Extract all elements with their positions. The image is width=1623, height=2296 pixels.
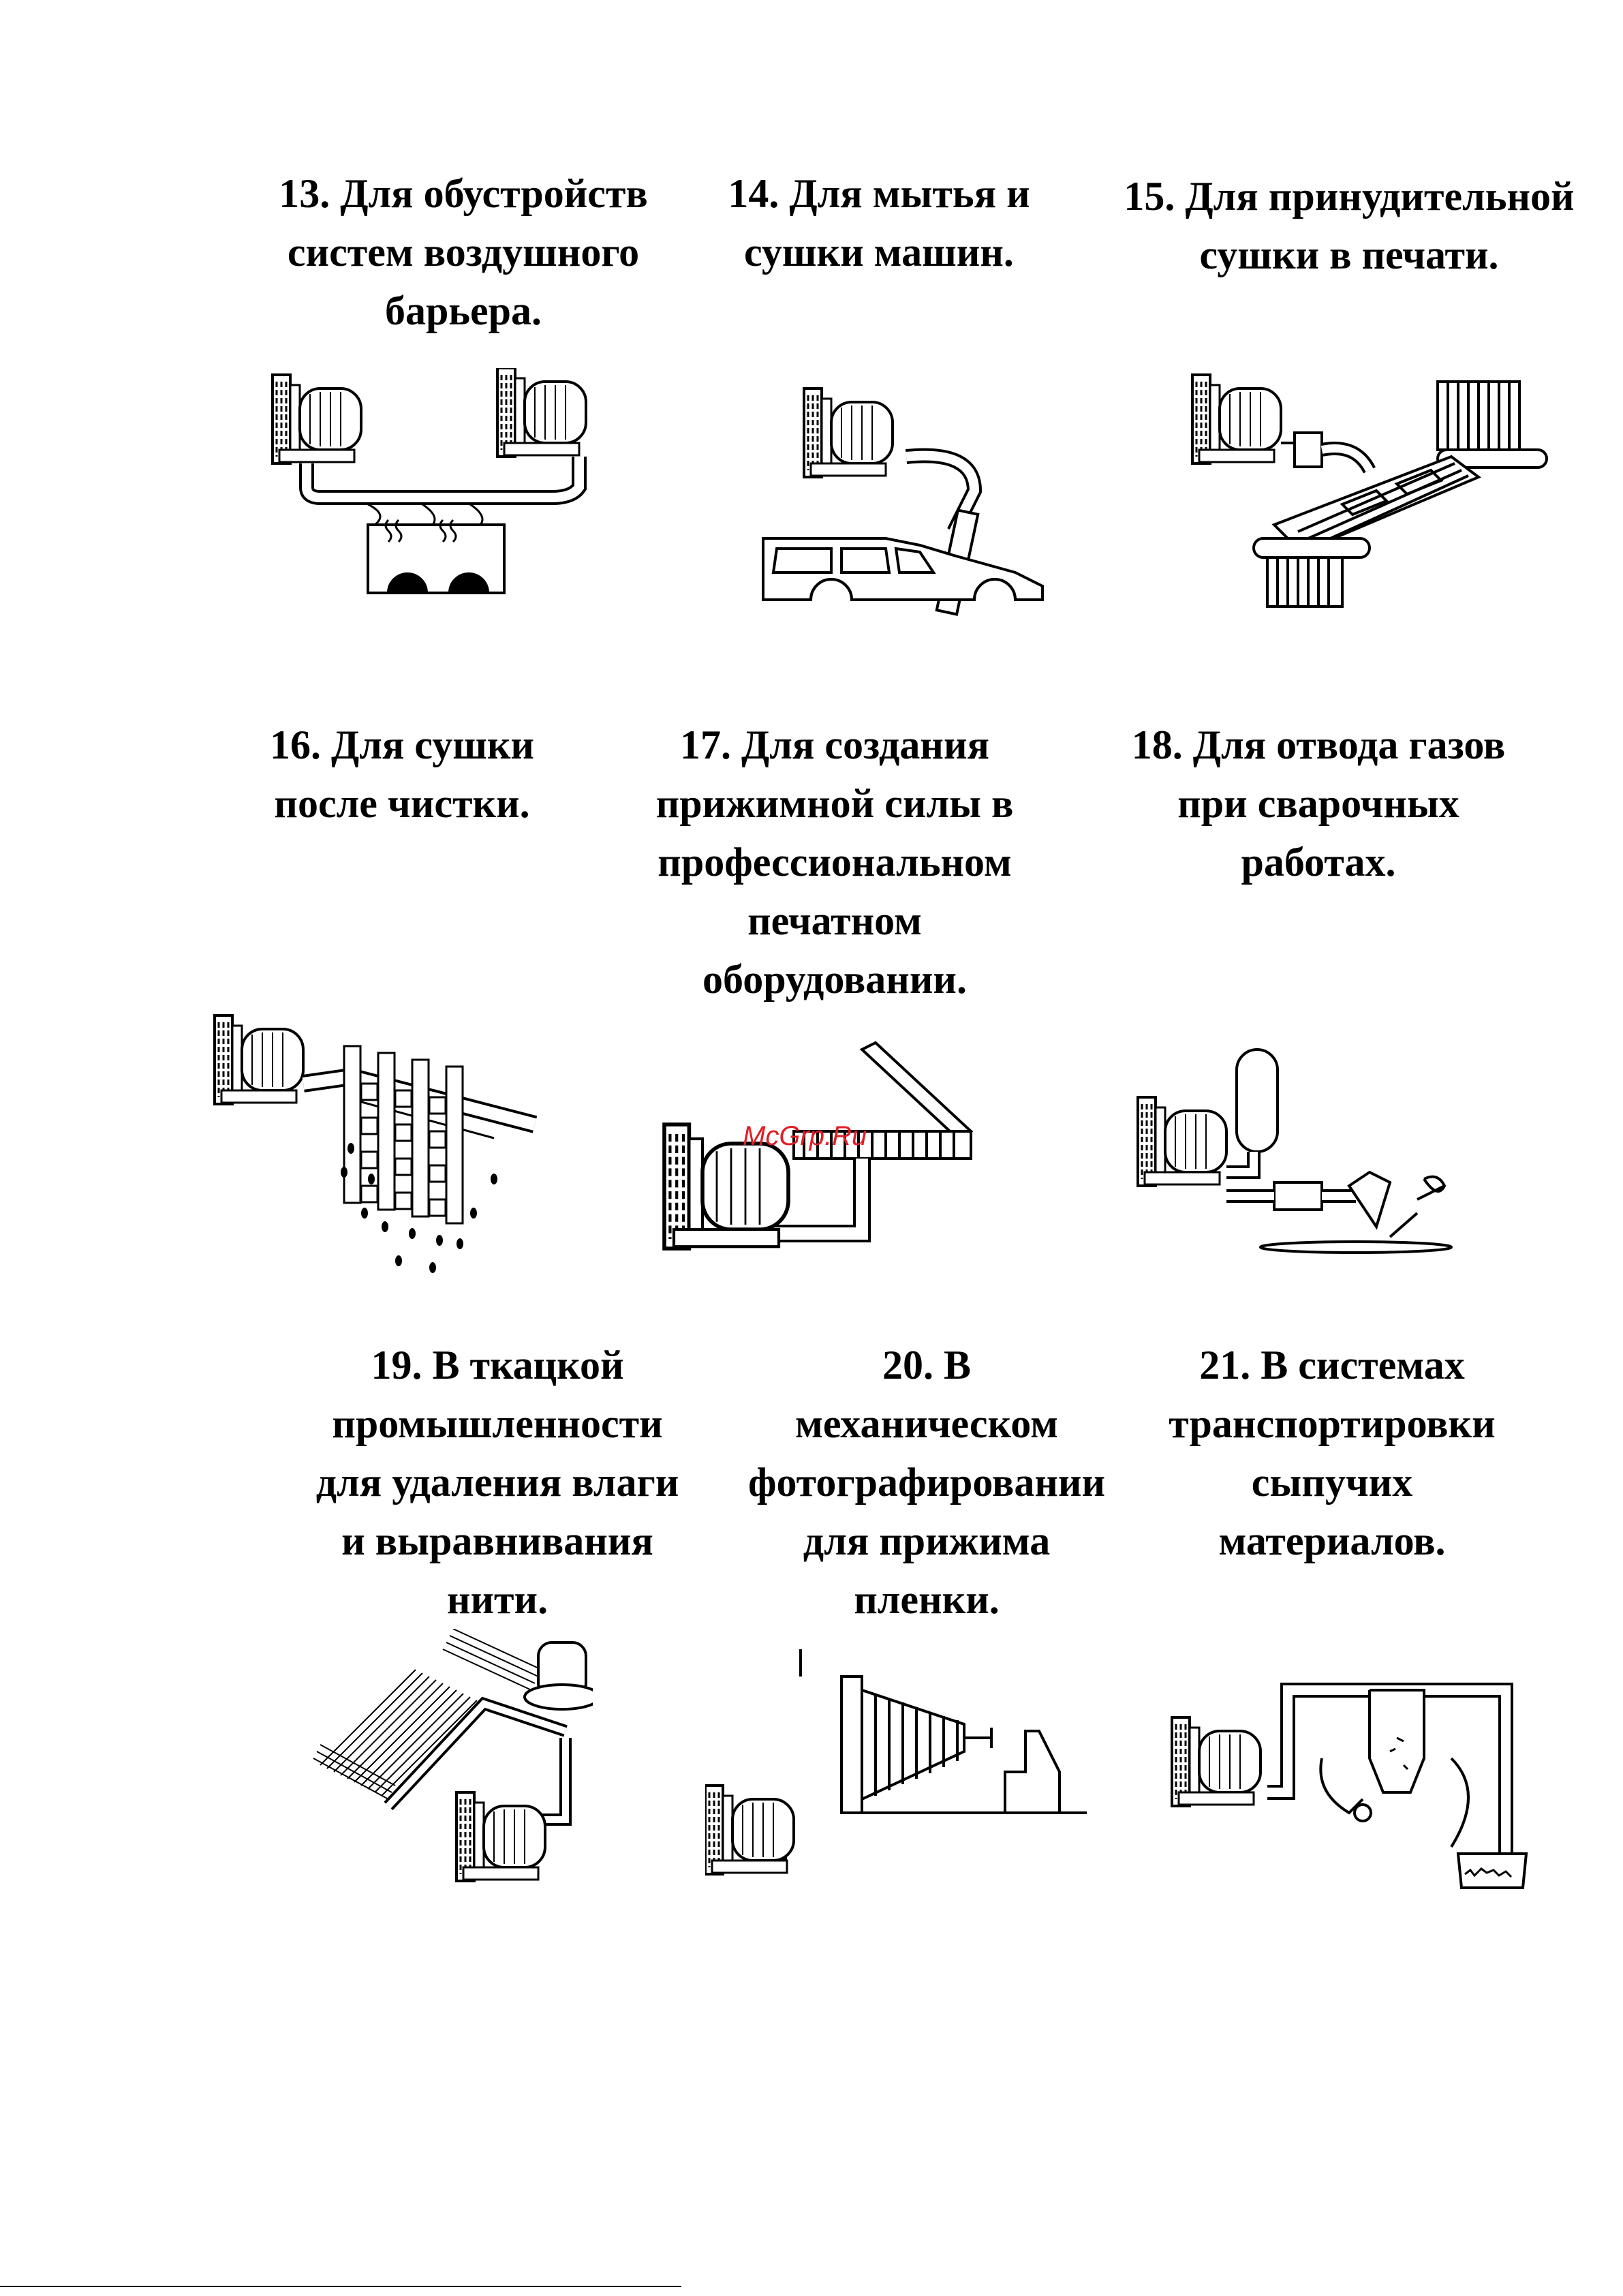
watermark: McGrp.Ru <box>743 1121 867 1151</box>
caption-16: 16. Для сушки после чистки. <box>269 722 535 826</box>
print-drying-illustration <box>1179 368 1560 620</box>
textile-illustration <box>307 1629 593 1888</box>
footer-divider <box>0 2286 681 2287</box>
caption-20: 20. В механическом фотографировании для … <box>747 1343 1106 1622</box>
photo-film-illustration <box>705 1649 1087 1895</box>
caption-15: 15. Для принудительной сушки в печати. <box>1124 174 1575 277</box>
car-wash-illustration <box>749 382 1063 634</box>
printing-hold-down-illustration <box>658 1029 985 1274</box>
caption-17: 17. Для создания прижимной силы в профес… <box>655 722 1014 1002</box>
bulk-conveying-illustration <box>1165 1670 1560 1901</box>
caption-19: 19. В ткацкой промышленности для удалени… <box>315 1343 679 1622</box>
air-barrier-illustration <box>266 368 634 600</box>
cleaning-drying-illustration <box>208 1009 555 1281</box>
caption-13: 13. Для обустройств систем воздушного ба… <box>279 171 648 333</box>
caption-14: 14. Для мытья и сушки машин. <box>728 171 1030 275</box>
caption-21: 21. В системах транспортировки сыпучих м… <box>1169 1343 1496 1563</box>
welding-fume-illustration <box>1131 1036 1458 1281</box>
caption-18: 18. Для отвода газов при сварочных работ… <box>1131 722 1506 885</box>
